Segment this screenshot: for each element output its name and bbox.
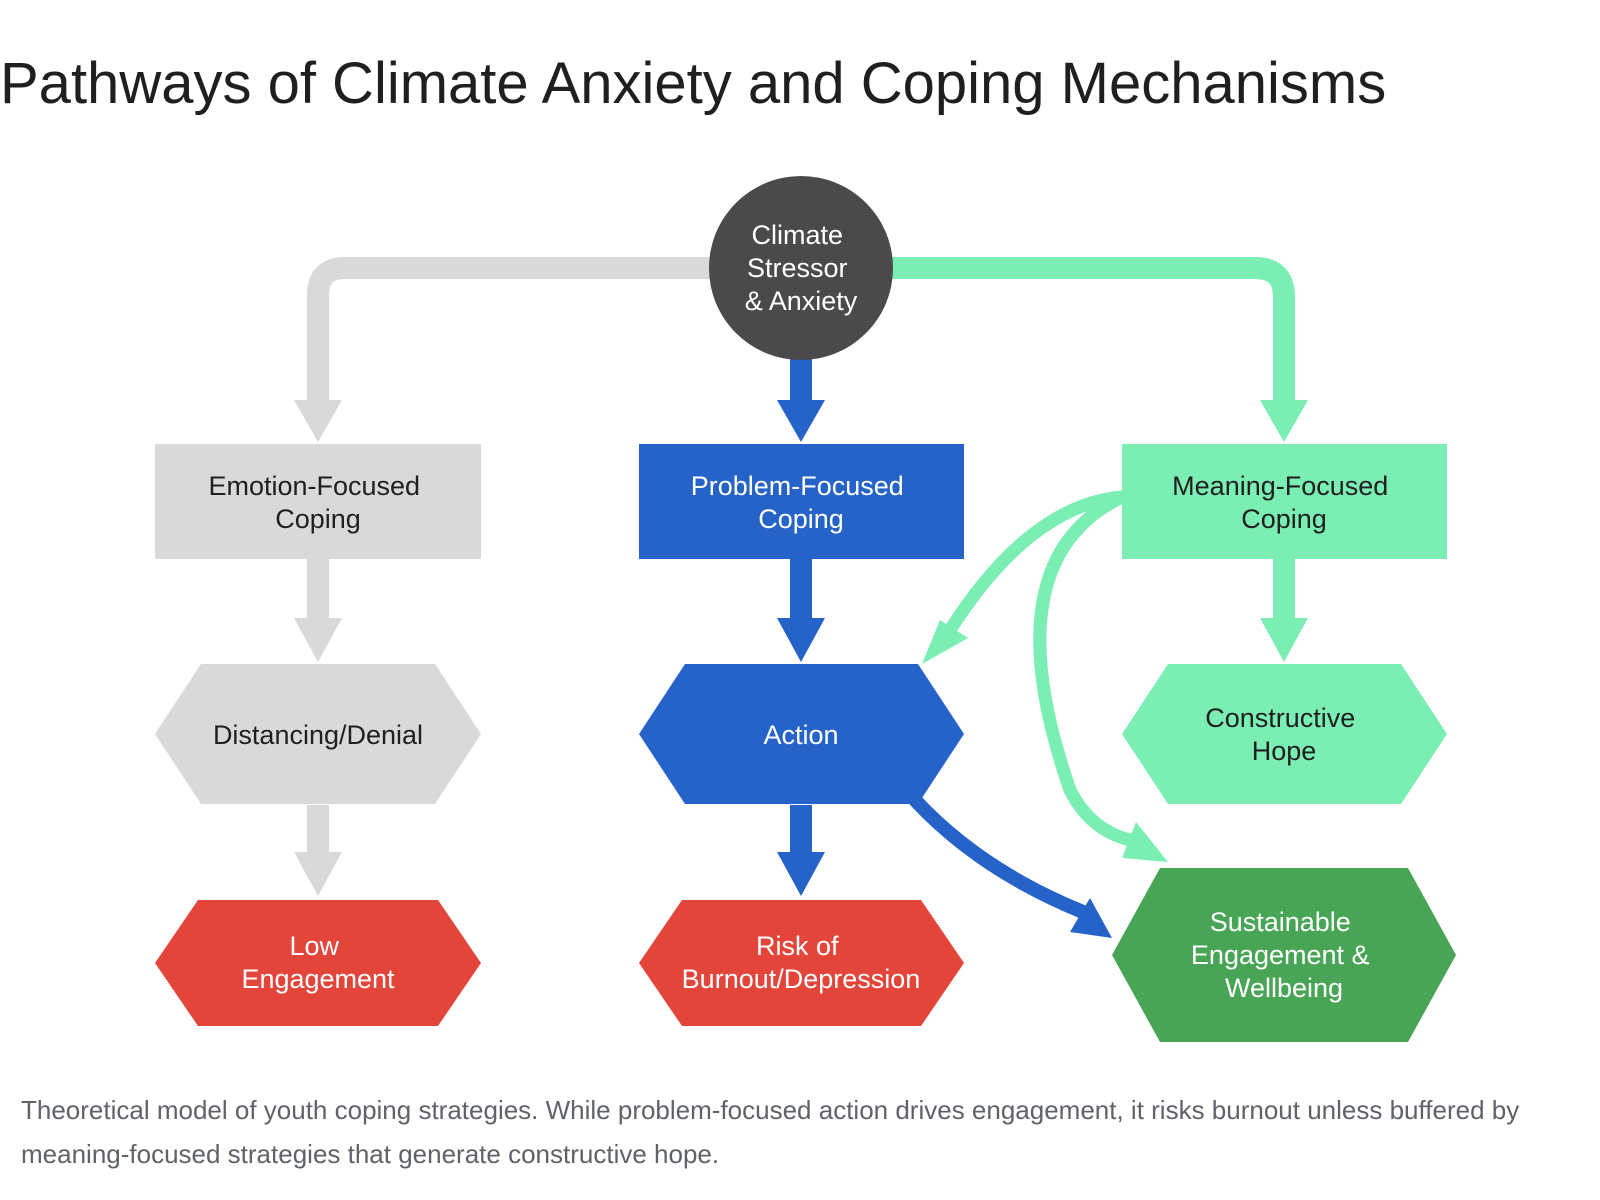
arrowhead-action-to-sustainable [1070,898,1112,938]
arrowhead-meaning-to-action [922,620,968,664]
node-problem-focused-coping-label: Problem-Focused Coping [691,471,912,534]
node-distancing-denial: Distancing/Denial [155,664,481,804]
node-climate-stressor: Climate Stressor & Anxiety [709,176,893,360]
node-constructive-hope-label: Constructive Hope [1205,703,1363,766]
connector-action-to-sustainable [908,793,1090,919]
node-action: Action [639,664,964,804]
arrowhead-to-problem [777,400,825,442]
figure-caption: Theoretical model of youth coping strate… [21,1095,1520,1169]
connector-stressor-to-emotion [307,257,710,402]
node-action-label: Action [763,720,838,750]
connector-meaning-to-hope [1273,558,1295,620]
node-climate-stressor-label: Climate Stressor & Anxiety [745,220,858,316]
node-sustainable-engagement-label: Sustainable Engagement & Wellbeing [1191,907,1377,1003]
arrowhead-to-emotion [294,400,342,442]
node-emotion-focused-coping: Emotion-Focused Coping [155,444,481,559]
node-sustainable-engagement: Sustainable Engagement & Wellbeing [1112,868,1456,1042]
connector-emotion-to-distancing [307,558,329,620]
node-risk-of-burnout-label: Risk of Burnout/Depression [682,931,921,994]
node-distancing-denial-label: Distancing/Denial [213,720,423,750]
arrowhead-to-burnout [777,852,825,896]
connector-meaning-to-action [943,490,1129,637]
arrowhead-to-meaning [1260,400,1308,442]
connector-distancing-to-low [307,805,329,855]
node-problem-focused-coping: Problem-Focused Coping [639,444,964,559]
connector-meaning-to-sustainable [1033,490,1137,847]
arrowhead-to-distancing [294,618,342,662]
arrowhead-meaning-to-sustainable [1122,822,1168,862]
node-risk-of-burnout: Risk of Burnout/Depression [639,900,964,1026]
connector-action-to-burnout [790,805,812,855]
arrowhead-to-action [777,618,825,662]
arrowhead-to-hope [1260,618,1308,662]
node-low-engagement: Low Engagement [155,900,481,1026]
connector-stressor-to-meaning [890,257,1295,402]
connector-problem-to-action [790,558,812,620]
node-constructive-hope: Constructive Hope [1122,664,1447,804]
arrowhead-to-low [294,852,342,896]
coping-pathways-diagram: Climate Stressor & Anxiety Emotion-Focus… [155,176,1456,1042]
node-meaning-focused-coping-label: Meaning-Focused Coping [1172,471,1396,534]
node-low-engagement-label: Low Engagement [241,931,395,994]
node-meaning-focused-coping: Meaning-Focused Coping [1122,444,1447,559]
page-title: Pathways of Climate Anxiety and Coping M… [0,51,1387,116]
connector-stressor-to-problem [790,355,812,403]
node-emotion-focused-coping-label: Emotion-Focused Coping [208,471,427,534]
